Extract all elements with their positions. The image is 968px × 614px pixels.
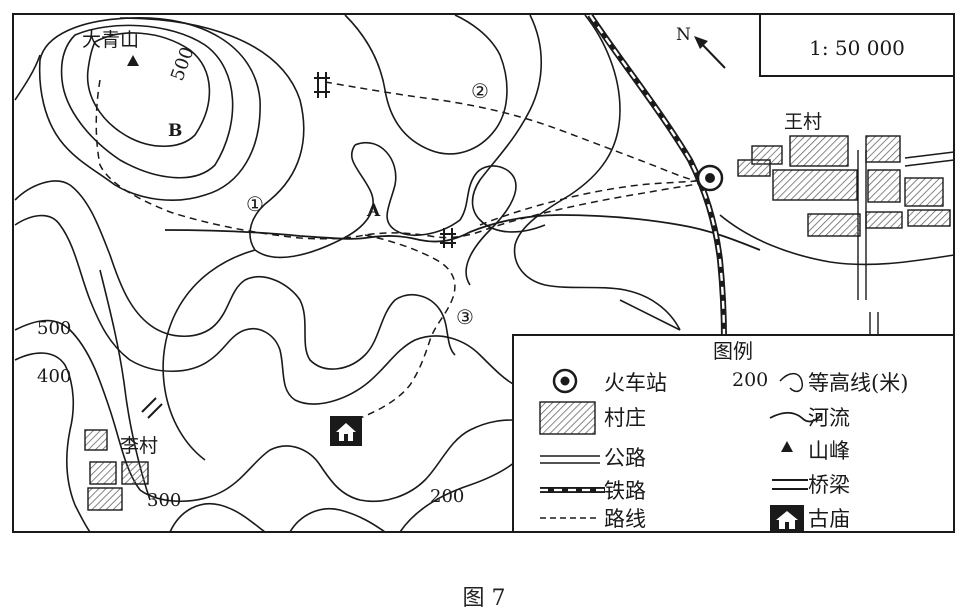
- route-label-2: ②: [471, 79, 489, 103]
- legend-label: 村庄: [604, 406, 646, 430]
- trail-to-station: [479, 179, 706, 226]
- legend-title: 图例: [713, 339, 753, 363]
- legend: 图例 火车站 村庄 公路 铁路 路线 200: [512, 334, 955, 533]
- contour-line: [719, 214, 955, 266]
- contour-sample-value: 200: [732, 369, 768, 391]
- contour-label: 300: [147, 490, 181, 511]
- contour-line: [471, 14, 546, 233]
- route-label-3: ③: [456, 305, 474, 329]
- point-b-label: B: [168, 121, 182, 141]
- legend-label: 铁路: [604, 479, 646, 503]
- bridge-icon: [141, 72, 456, 419]
- contour-label: 400: [37, 366, 71, 387]
- point-a-label: A: [366, 201, 381, 221]
- village-icon: [539, 401, 596, 435]
- temple-icon: [770, 505, 804, 532]
- trails: [95, 79, 706, 419]
- peak-icon: [127, 55, 139, 66]
- railway-station-icon: [552, 368, 578, 394]
- peak-icon: [781, 441, 793, 452]
- legend-label: 公路: [604, 446, 646, 470]
- contour-line: [86, 32, 211, 147]
- contour-line: [60, 24, 234, 179]
- bridge-icon: [772, 479, 808, 490]
- contour-line: [513, 14, 681, 331]
- contour-line: [14, 180, 456, 370]
- highway-icon: [540, 455, 600, 464]
- contour-label: 200: [430, 486, 464, 507]
- north-label: N: [676, 25, 691, 45]
- legend-label: 等高线(米): [808, 371, 908, 395]
- legend-label: 山峰: [808, 439, 850, 463]
- railway-station-icon: [696, 164, 724, 192]
- village-li: [84, 429, 149, 511]
- trail-2: [324, 81, 706, 183]
- contour-line: [344, 14, 508, 155]
- river-icon: [769, 411, 823, 423]
- scale-label: 1: 50 000: [809, 36, 905, 60]
- temple-icon: [330, 416, 362, 446]
- contour-label: 500: [37, 318, 71, 339]
- contour-line: [14, 214, 516, 405]
- legend-label: 古庙: [808, 507, 850, 531]
- legend-label: 桥梁: [808, 473, 850, 497]
- village-wang: [737, 135, 951, 237]
- north-arrow-icon: [694, 36, 726, 69]
- legend-label: 火车站: [604, 371, 667, 395]
- legend-label: 路线: [604, 507, 646, 531]
- contour-line: [162, 249, 256, 461]
- contour-line: [619, 299, 681, 331]
- legend-label: 河流: [808, 406, 850, 430]
- mountain-name: 大青山: [82, 29, 139, 51]
- trail-3: [359, 234, 456, 419]
- contour-line-icon: 200: [732, 369, 804, 393]
- route-label-1: ①: [246, 192, 264, 216]
- scale-box: [759, 13, 955, 77]
- contour-line: [169, 461, 516, 533]
- village-wang-name: 王村: [784, 111, 822, 133]
- figure-caption: 图 7: [462, 586, 506, 611]
- contour-line: [14, 352, 91, 533]
- village-li-name: 李村: [120, 435, 158, 457]
- trail-1: [95, 79, 706, 240]
- contour-line: [14, 319, 516, 503]
